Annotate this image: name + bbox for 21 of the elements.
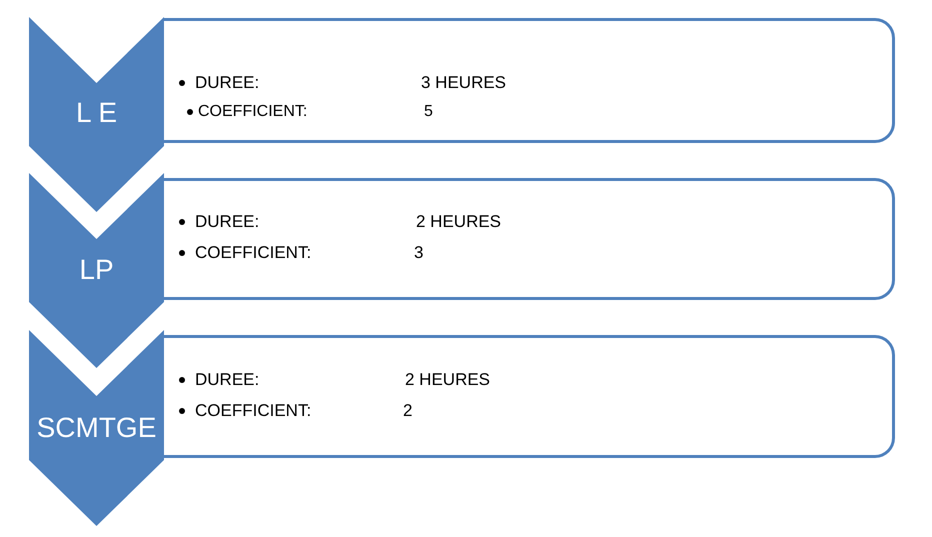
field-value: 5: [424, 102, 433, 122]
chevron-shape: [29, 330, 164, 526]
step-label: SCMTGE: [36, 412, 156, 444]
field-value: 2: [403, 401, 412, 421]
details-panel: [164, 335, 895, 458]
field-value: 3 HEURES: [421, 73, 506, 93]
field-label: COEFFICIENT:: [195, 243, 312, 263]
field-value: 2 HEURES: [416, 212, 502, 232]
field-value: 3: [414, 243, 424, 263]
step-label: L E: [76, 97, 117, 129]
field-label: COEFFICIENT:: [195, 401, 312, 421]
details-panel: [164, 18, 895, 143]
field-label: DUREE:: [195, 73, 260, 93]
chevron-shape: [29, 173, 164, 368]
field-value: 2 HEURES: [405, 370, 490, 390]
details-panel: [164, 178, 895, 300]
chevron-shape: [29, 17, 164, 212]
field-label: COEFFICIENT:: [198, 102, 308, 122]
field-label: DUREE:: [195, 212, 260, 232]
field-label: DUREE:: [195, 370, 260, 390]
step-label: LP: [79, 254, 114, 286]
